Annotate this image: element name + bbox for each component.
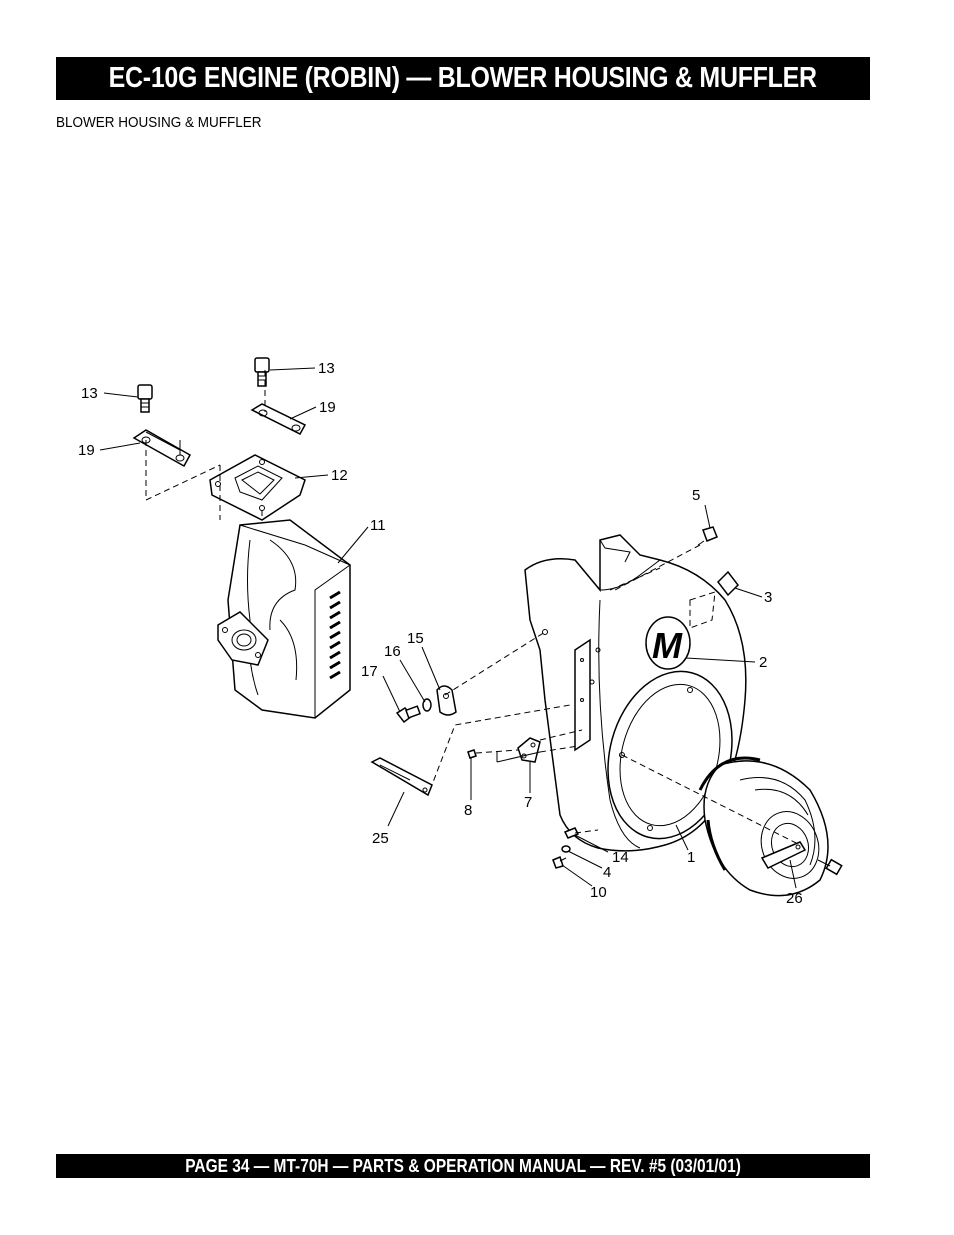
lock-plate-19-left (132, 429, 192, 468)
page-footer-bar: PAGE 34 — MT-70H — PARTS & OPERATION MAN… (56, 1154, 870, 1178)
muffler-cover-12 (209, 454, 306, 521)
muffler-11 (217, 519, 352, 719)
bolt-5 (697, 526, 718, 546)
screw-26 (817, 858, 843, 876)
callout-16: 16 (384, 643, 401, 660)
muffler-flange (217, 611, 269, 666)
clamp-15 (436, 685, 457, 716)
page-title: EC-10G ENGINE (ROBIN) — BLOWER HOUSING &… (108, 62, 818, 94)
callout-12: 12 (331, 467, 348, 484)
bolt-13-left (137, 384, 153, 413)
rotating-screen-26 (698, 756, 829, 897)
callout-10: 10 (590, 884, 607, 901)
callout-17: 17 (361, 663, 378, 680)
washer-14 (563, 827, 580, 839)
label-3 (717, 570, 739, 597)
callout-26: 26 (786, 890, 803, 907)
callout-1: 1 (687, 849, 695, 866)
page-footer: PAGE 34 — MT-70H — PARTS & OPERATION MAN… (185, 1155, 741, 1176)
callout-19-right: 19 (319, 399, 336, 416)
stay-25 (370, 757, 433, 797)
callout-15: 15 (407, 630, 424, 647)
screw-8 (467, 749, 477, 759)
logo-letter: M (652, 625, 683, 666)
muffler-vent-slots (329, 590, 341, 680)
callout-13-right: 13 (318, 360, 335, 377)
callout-5: 5 (692, 487, 700, 504)
baffle-plate (574, 638, 591, 752)
washer-4 (561, 845, 571, 853)
callout-11: 11 (370, 517, 386, 534)
callout-8: 8 (464, 802, 472, 819)
callout-25: 25 (372, 830, 389, 847)
bracket-7 (517, 737, 541, 763)
bolt-13-right (254, 357, 270, 387)
callout-7: 7 (524, 794, 532, 811)
callout-13-left: 13 (81, 385, 98, 402)
callout-2: 2 (759, 654, 767, 671)
callout-19-left: 19 (78, 442, 95, 459)
manufacturer-logo: M (645, 616, 691, 670)
page-title-bar: EC-10G ENGINE (ROBIN) — BLOWER HOUSING &… (56, 57, 870, 100)
callout-4: 4 (603, 864, 611, 881)
bolt-17 (395, 705, 421, 724)
callout-14: 14 (612, 849, 629, 866)
section-subtitle: BLOWER HOUSING & MUFFLER (56, 114, 262, 131)
lock-plate-19-right (250, 403, 307, 435)
callout-3: 3 (764, 589, 772, 606)
blower-housing-2 (524, 534, 747, 852)
